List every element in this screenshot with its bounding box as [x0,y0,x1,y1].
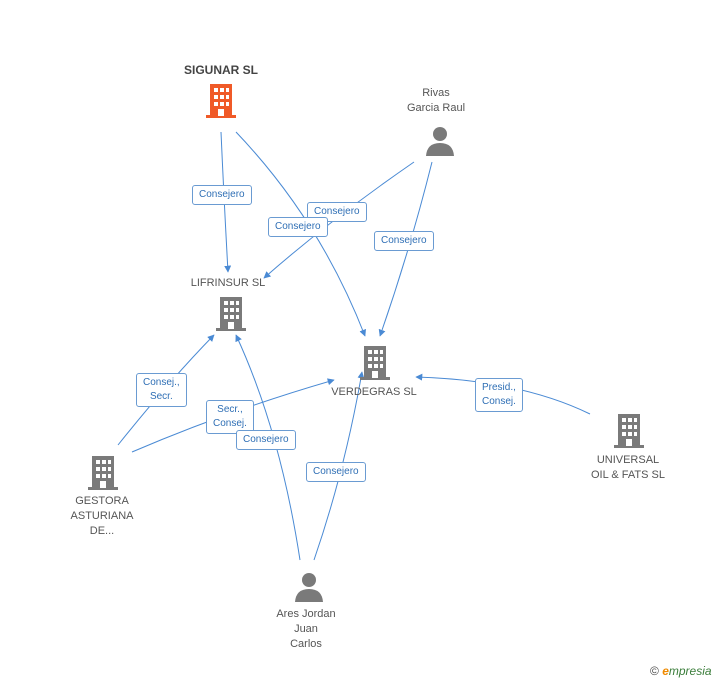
person-icon[interactable] [294,572,324,602]
node-label-line: Garcia Raul [406,102,466,114]
node-label-lifrinsur[interactable]: LIFRINSUR SL [190,277,266,289]
edge-label-line: Consej. [213,418,247,429]
edge-label-sigunar-lifrinsur[interactable]: Consejero [192,185,252,205]
edge-label-line: Secr., [217,404,243,415]
edge-label-rivas-lifrinsur[interactable]: Consejero [268,217,328,237]
node-label-line: Rivas [422,87,450,99]
building-icon[interactable] [205,84,237,118]
edge-label-line: Secr. [149,391,173,402]
node-label-sigunar[interactable]: SIGUNAR SL [183,63,258,77]
copyright-symbol: © [650,664,659,678]
edge-label-rivas-verdegras-b[interactable]: Consejero [374,231,434,251]
edge-label-universal-verdegras[interactable]: Presid., Consej. [475,378,523,412]
node-label-universal[interactable]: UNIVERSAL OIL & FATS SL [570,453,686,483]
node-label-ares[interactable]: Ares Jordan Juan Carlos [256,607,356,652]
edge-label-ares-verdegras[interactable]: Consejero [306,462,366,482]
building-icon[interactable] [87,456,119,490]
building-icon[interactable] [613,414,645,448]
brand-initial: e [662,664,669,678]
node-label-line: ASTURIANA [70,510,134,522]
person-icon[interactable] [425,126,455,156]
brand-logo: © empresia [650,664,712,678]
node-label-verdegras[interactable]: VERDEGRAS SL [331,386,417,398]
node-label-line: OIL & FATS SL [591,469,665,481]
building-icon[interactable] [359,346,391,380]
edge-label-gestora-lifrinsur[interactable]: Consej., Secr. [136,373,187,407]
building-icon[interactable] [215,297,247,331]
node-label-line: GESTORA [75,495,129,507]
edge-label-line: Consej. [482,396,516,407]
node-label-line: DE... [89,525,115,537]
node-label-gestora[interactable]: GESTORA ASTURIANA DE... [52,494,152,539]
node-label-line: Juan [294,623,318,635]
edge-label-ares-lifrinsur[interactable]: Consejero [236,430,296,450]
brand-name: mpresia [668,664,712,678]
node-label-line: UNIVERSAL [596,454,660,466]
edge-label-line: Presid., [482,382,516,393]
node-label-line: Carlos [290,638,322,650]
node-label-line: Ares Jordan [276,608,336,620]
node-label-rivas[interactable]: Rivas Garcia Raul [386,86,486,116]
edge-label-line: Consej., [143,377,180,388]
edge-label-gestora-verdegras[interactable]: Secr., Consej. [206,400,254,434]
